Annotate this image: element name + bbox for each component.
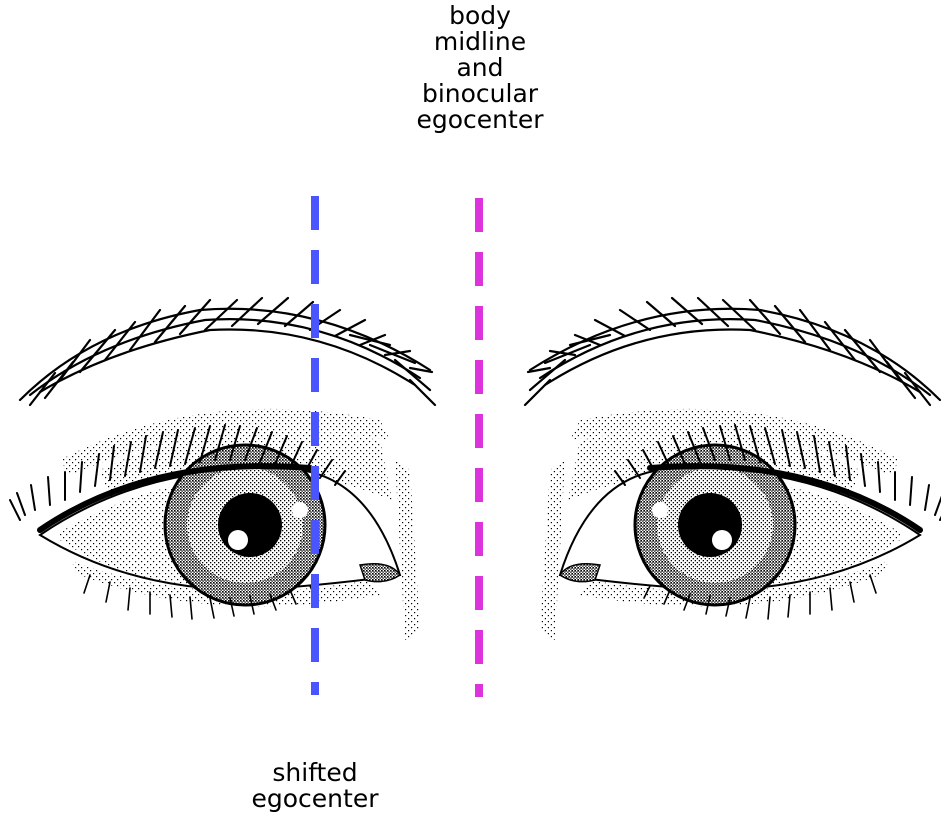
shifted-egocenter-label: shifted egocenter bbox=[200, 760, 430, 812]
left-eye-illustration bbox=[10, 298, 435, 640]
right-eye-illustration bbox=[525, 298, 941, 640]
midline-label: body midline and binocular egocenter bbox=[380, 3, 580, 133]
